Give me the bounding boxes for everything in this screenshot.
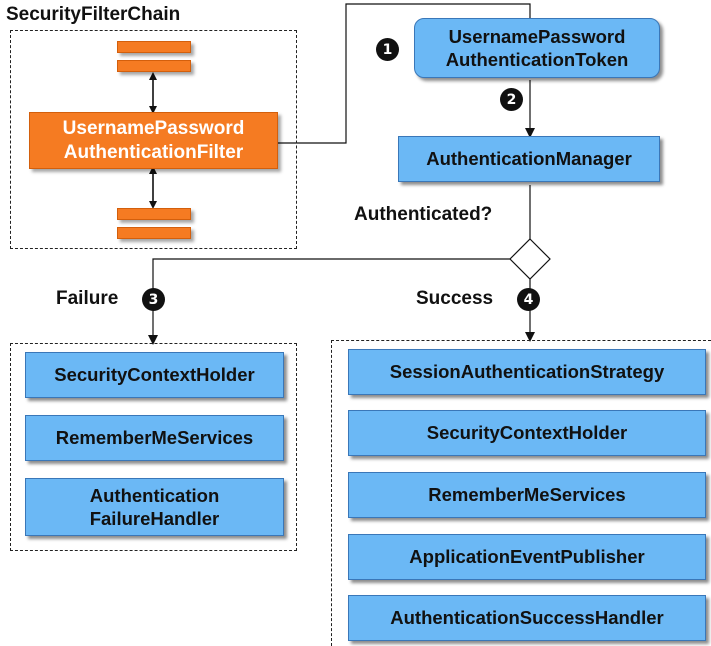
- decision-label: Authenticated?: [354, 204, 493, 225]
- success-item-label: RememberMeServices: [428, 484, 626, 506]
- username-password-authentication-filter: UsernamePassword AuthenticationFilter: [29, 112, 278, 169]
- chain-filter-bar: [117, 227, 191, 239]
- authentication-token-box: UsernamePassword AuthenticationToken: [414, 18, 660, 78]
- filter-name-line1: UsernamePassword: [62, 117, 245, 139]
- chain-title: SecurityFilterChain: [6, 4, 181, 25]
- filter-name-line2: AuthenticationFilter: [63, 141, 244, 163]
- failure-handlers-container: [10, 343, 297, 551]
- step-3-badge: 3: [142, 288, 165, 311]
- session-authentication-strategy-box: SessionAuthenticationStrategy: [348, 349, 706, 395]
- success-remember-me-services-box: RememberMeServices: [348, 472, 706, 518]
- failure-label: Failure: [56, 288, 119, 309]
- step-2-badge: 2: [500, 88, 523, 111]
- failure-handler-line2: FailureHandler: [89, 508, 220, 529]
- authentication-success-handler-box: AuthenticationSuccessHandler: [348, 595, 706, 641]
- filter-chain-container: [10, 30, 297, 249]
- token-line1: UsernamePassword: [448, 25, 626, 47]
- failure-remember-me-services-box: RememberMeServices: [25, 415, 284, 461]
- chain-filter-bar: [117, 41, 191, 53]
- success-item-label: SecurityContextHolder: [426, 422, 628, 444]
- decision-diamond: [509, 238, 551, 280]
- failure-item-label: RememberMeServices: [55, 427, 254, 449]
- failure-security-context-holder-box: SecurityContextHolder: [25, 352, 284, 398]
- chain-filter-bar: [117, 60, 191, 72]
- success-item-label: AuthenticationSuccessHandler: [390, 607, 664, 629]
- success-security-context-holder-box: SecurityContextHolder: [348, 410, 706, 456]
- failure-path-arrow: [148, 258, 510, 345]
- authentication-manager-box: AuthenticationManager: [398, 136, 660, 182]
- application-event-publisher-box: ApplicationEventPublisher: [348, 534, 706, 580]
- success-item-label: SessionAuthenticationStrategy: [389, 361, 665, 383]
- failure-item-label: SecurityContextHolder: [54, 364, 255, 386]
- success-handlers-container: [331, 340, 711, 646]
- step-1-badge: 1: [376, 38, 399, 61]
- token-line2: AuthenticationToken: [445, 49, 629, 70]
- success-label: Success: [416, 288, 494, 309]
- filter-to-token-line: [278, 3, 531, 144]
- step-4-badge: 4: [517, 288, 540, 311]
- manager-label: AuthenticationManager: [426, 148, 632, 170]
- authentication-failure-handler-box: Authentication FailureHandler: [25, 478, 284, 536]
- chain-filter-bar: [117, 208, 191, 220]
- success-item-label: ApplicationEventPublisher: [409, 546, 645, 568]
- failure-handler-line1: Authentication: [89, 484, 220, 506]
